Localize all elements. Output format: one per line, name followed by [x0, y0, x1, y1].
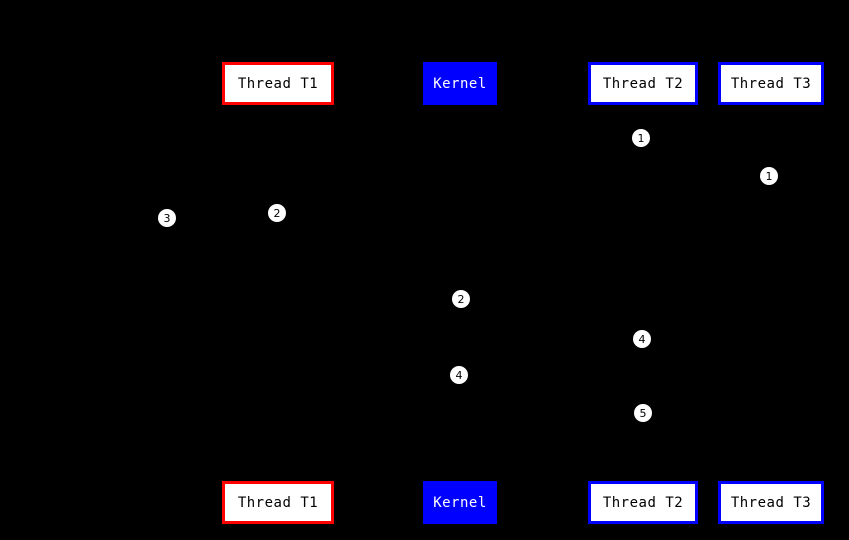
participant-label: Kernel [433, 75, 487, 92]
message-number-bullet: 5 [634, 404, 652, 422]
participant-box-t3-bottom: Thread T3 [718, 481, 824, 524]
participant-label: Thread T1 [237, 494, 319, 511]
lifeline-t3 [771, 105, 772, 481]
message-number-bullet: 1 [760, 167, 778, 185]
participant-box-t1-bottom: Thread T1 [222, 481, 334, 524]
participant-box-t2-top: Thread T2 [588, 62, 698, 105]
participant-box-kernel-bottom: Kernel [423, 481, 497, 524]
participant-box-t2-bottom: Thread T2 [588, 481, 698, 524]
message-number-bullet: 1 [632, 129, 650, 147]
participant-box-t1-top: Thread T1 [222, 62, 334, 105]
lifeline-t2 [643, 105, 644, 481]
participant-box-t3-top: Thread T3 [718, 62, 824, 105]
participant-box-kernel-top: Kernel [423, 62, 497, 105]
participant-label: Thread T3 [730, 494, 812, 511]
message-number-bullet: 4 [633, 330, 651, 348]
message-number-bullet: 3 [158, 209, 176, 227]
participant-label: Thread T1 [237, 75, 319, 92]
participant-label: Thread T2 [602, 494, 684, 511]
lifeline-t1 [278, 105, 279, 481]
participant-label: Thread T3 [730, 75, 812, 92]
message-number-bullet: 2 [452, 290, 470, 308]
participant-label: Thread T2 [602, 75, 684, 92]
message-number-bullet: 2 [268, 204, 286, 222]
participant-label: Kernel [433, 494, 487, 511]
message-number-bullet: 4 [450, 366, 468, 384]
